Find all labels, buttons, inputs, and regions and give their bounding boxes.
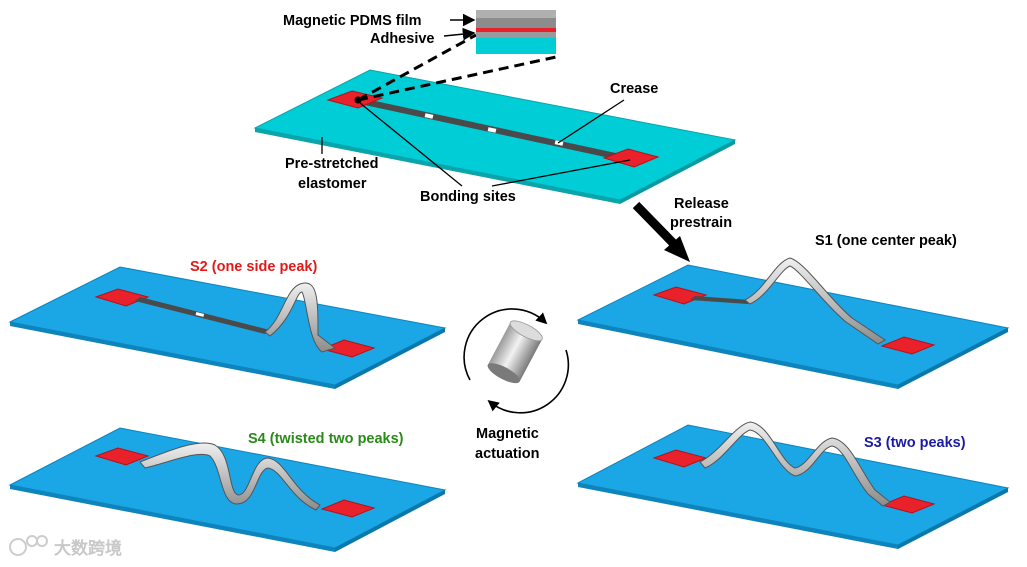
s1-substrate-assembly — [576, 257, 1010, 389]
s4-twisted-ribbon — [139, 442, 321, 511]
label-s4: S4 (twisted two peaks) — [248, 431, 404, 447]
label-crease: Crease — [610, 81, 658, 97]
label-s3: S3 (two peaks) — [864, 435, 966, 451]
label-actuation: actuation — [475, 446, 539, 462]
s2-substrate-assembly — [8, 266, 447, 389]
bond-pad-right — [602, 148, 660, 168]
label-elastomer: elastomer — [298, 176, 367, 192]
rotation-arrows-icon — [463, 308, 548, 381]
label-s2: S2 (one side peak) — [190, 259, 317, 275]
s3-substrate-assembly — [576, 421, 1010, 549]
magnet-rotation-icon — [463, 308, 570, 414]
s2-peak-ribbon — [264, 282, 337, 353]
s4-substrate-assembly — [8, 427, 447, 552]
s1-peak-ribbon — [744, 257, 886, 345]
label-release: Release — [674, 196, 729, 212]
layer-stack-inset — [476, 10, 556, 54]
cylinder-magnet-icon — [487, 320, 543, 384]
release-arrow — [632, 201, 690, 262]
label-s1: S1 (one center peak) — [815, 233, 957, 249]
label-magnetic: Magnetic — [476, 426, 539, 442]
s3-two-peak-ribbon — [699, 421, 891, 507]
label-prestrain: prestrain — [670, 215, 732, 231]
label-magnetic-pdms-film: Magnetic PDMS film — [283, 13, 422, 29]
label-adhesive: Adhesive — [370, 31, 434, 47]
label-prestretched: Pre-stretched — [285, 156, 378, 172]
label-bonding-sites: Bonding sites — [420, 189, 516, 205]
watermark-text: 大数跨境 — [54, 538, 122, 559]
watermark-logo-icon — [9, 535, 48, 556]
